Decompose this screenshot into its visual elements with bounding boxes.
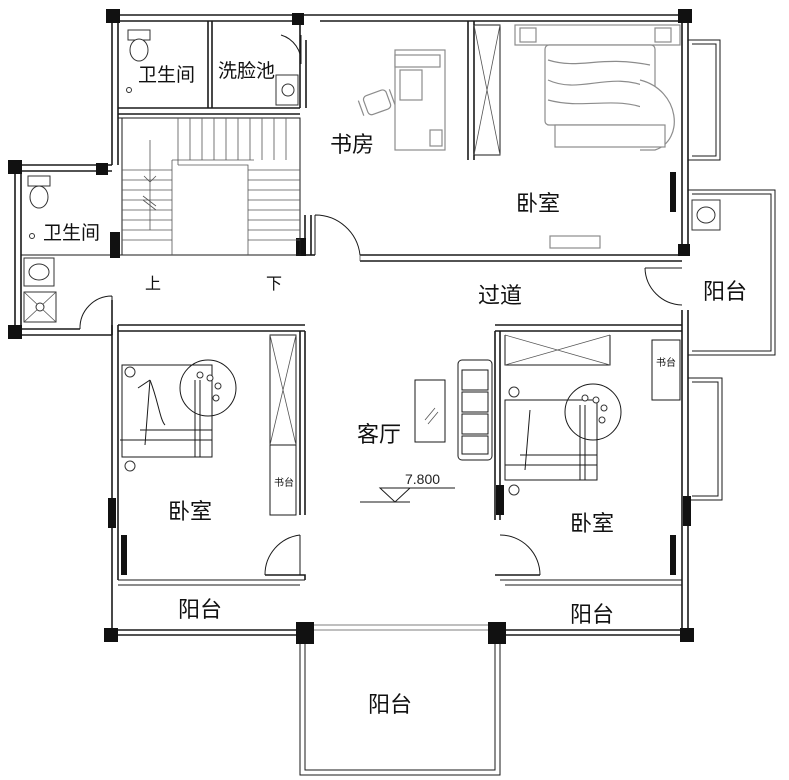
sink-right (691, 199, 721, 231)
bath-left-label: 卫生间 (43, 222, 100, 244)
floor-drain-top (126, 87, 132, 93)
study-label: 书房 (330, 133, 374, 158)
washbasin-fixture (275, 74, 299, 106)
stair-down-label: 下 (266, 274, 282, 293)
bedroom-right-label: 卧室 (570, 512, 614, 537)
desk-right-label: 书台 (656, 356, 676, 369)
living-label: 客厅 (357, 423, 401, 448)
floor-drain-left (29, 233, 35, 239)
columns (8, 9, 694, 644)
staircase: 上 下 (121, 117, 301, 293)
bedroom-left-furniture: 书台 (120, 334, 297, 516)
study-furniture (357, 24, 501, 156)
bath-top-label: 卫生间 (138, 64, 195, 86)
stair-up-label: 上 (145, 274, 161, 293)
bed-top (514, 24, 681, 249)
shower-left (23, 291, 57, 323)
living-furniture: 7.800 (360, 359, 493, 503)
balcony-mid-label: 阳台 (570, 603, 614, 628)
washbasin-label: 洗脸池 (218, 60, 275, 82)
corridor-label: 过道 (478, 284, 522, 309)
sink-left (23, 257, 55, 287)
bedroom-top-label: 卧室 (516, 192, 560, 217)
doors (79, 34, 683, 576)
balcony-bottom-label: 阳台 (368, 693, 412, 718)
toilet-top (127, 29, 151, 62)
balcony-right-label: 阳台 (703, 280, 747, 305)
toilet-left (27, 175, 51, 209)
balcony-left-label: 阳台 (178, 598, 222, 623)
room-labels: 卫生间 洗脸池 书房 卧室 卫生间 过道 阳台 客厅 卧室 卧室 阳台 阳台 阳… (43, 60, 747, 718)
desk-left-label: 书台 (274, 476, 294, 489)
bedroom-right-furniture: 书台 (504, 339, 681, 496)
bedroom-left-label: 卧室 (168, 500, 212, 525)
fixtures (23, 29, 721, 323)
level-mark: 7.800 (405, 471, 440, 487)
